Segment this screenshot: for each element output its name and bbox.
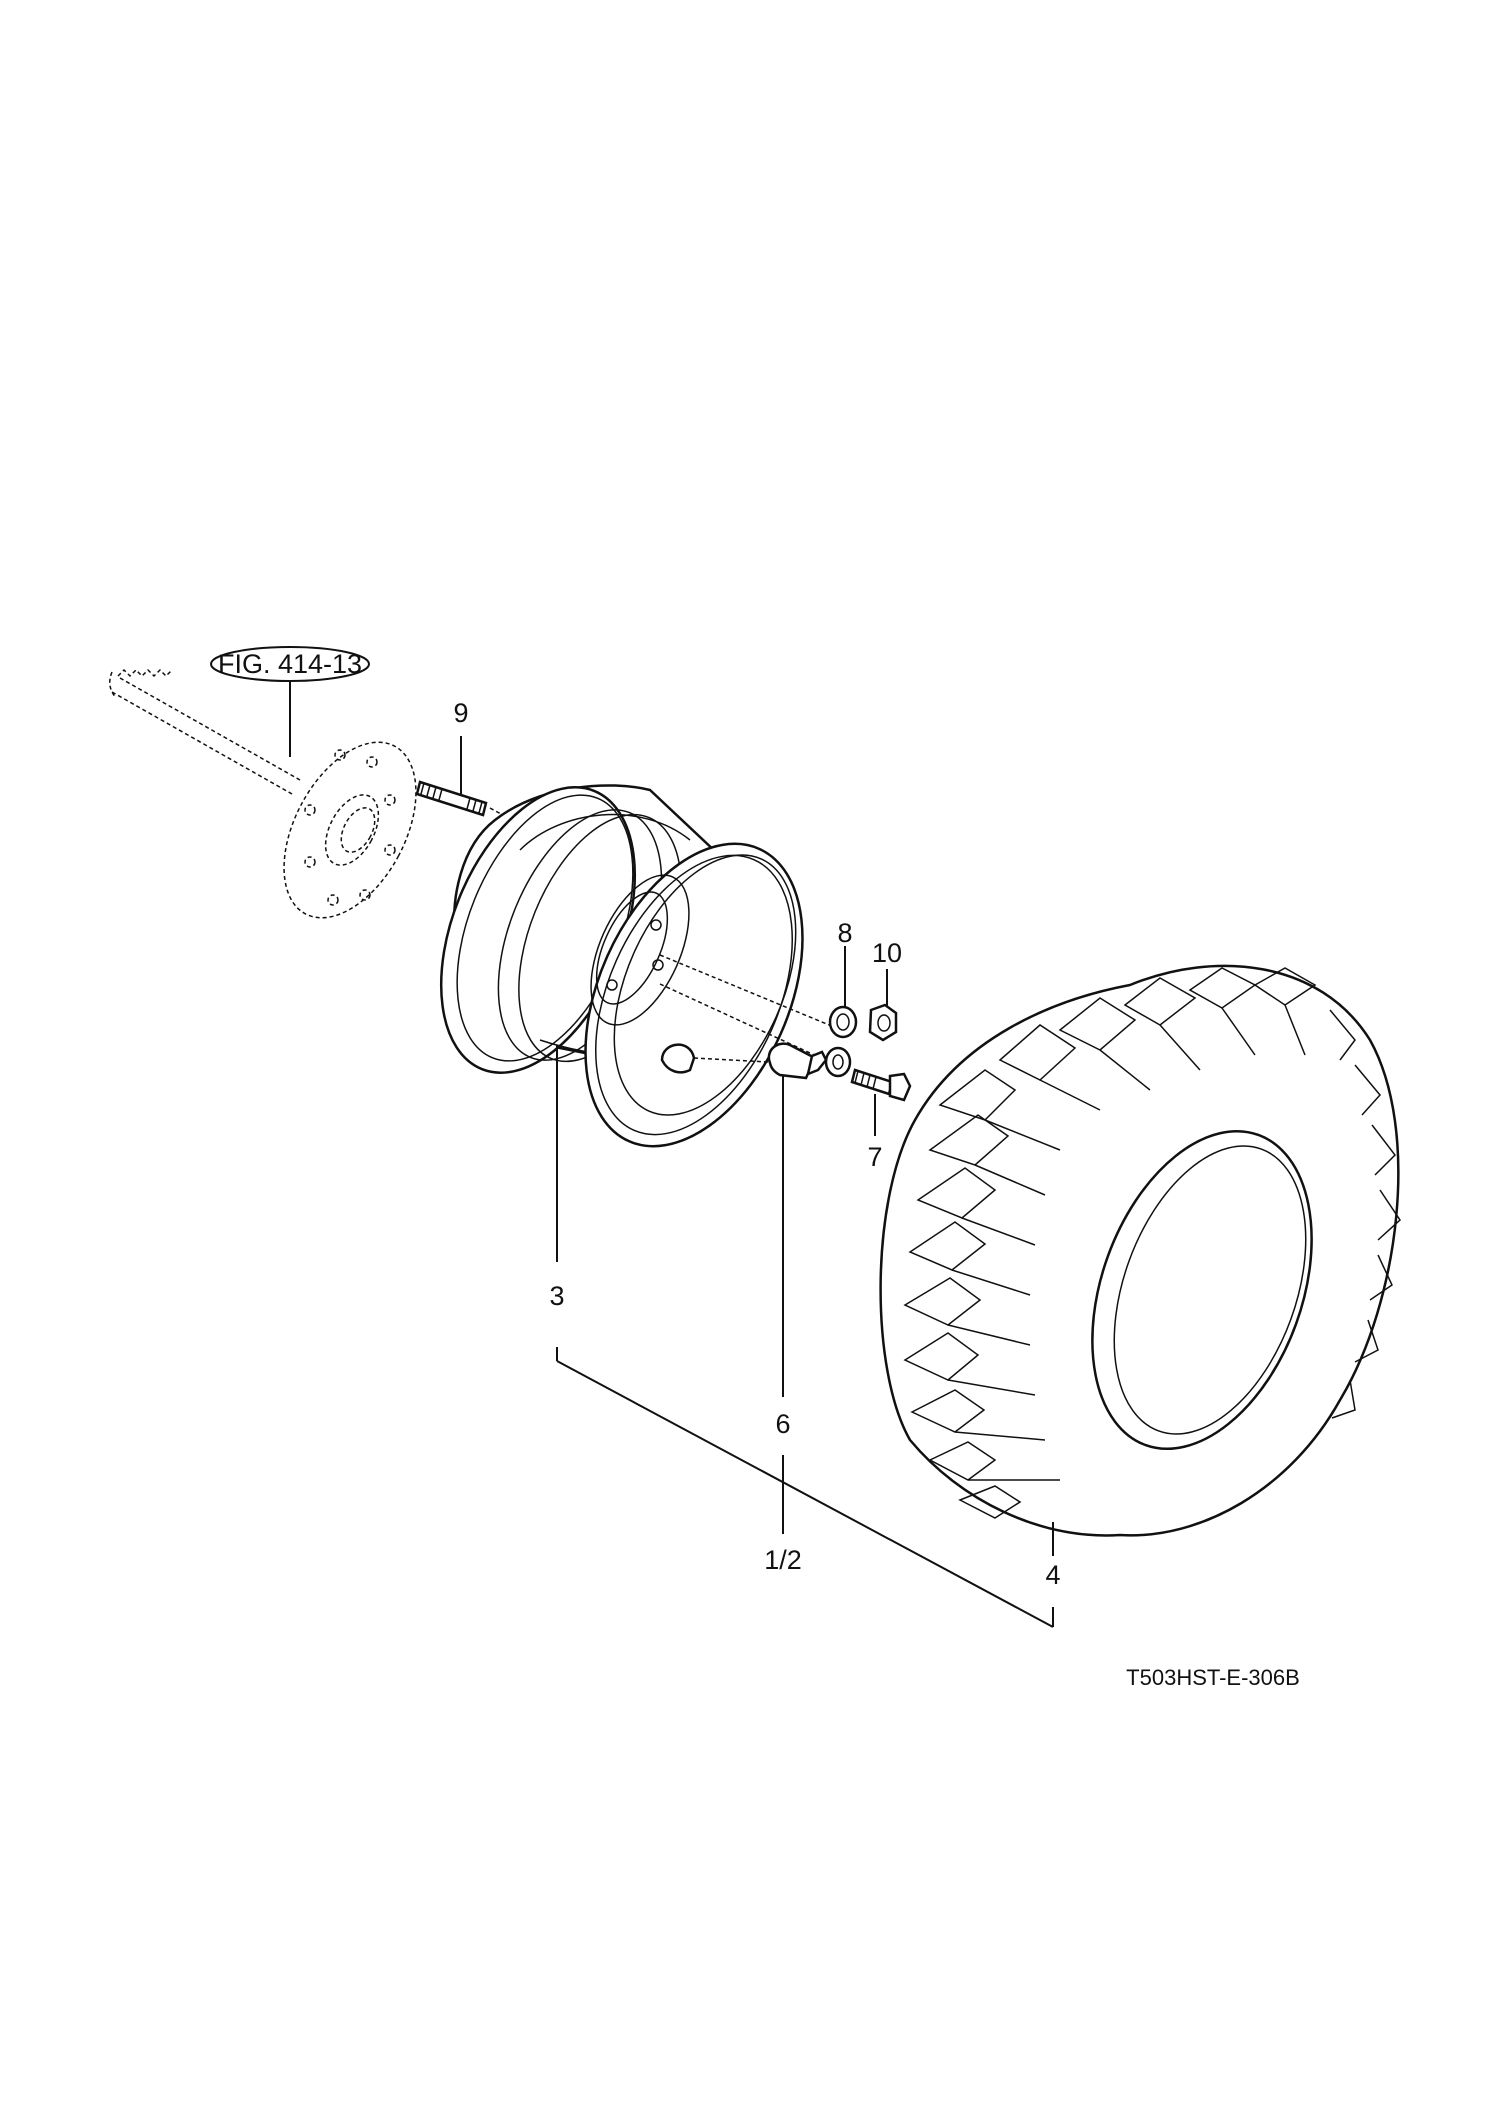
washer-lower: [824, 1046, 852, 1078]
figure-reference-label: FIG. 414-13: [218, 649, 362, 679]
callout-6: 6: [775, 1409, 790, 1439]
figure-reference[interactable]: FIG. 414-13: [210, 646, 370, 682]
assembly-bracket: [556, 1347, 1054, 1628]
hex-bolt: [850, 1068, 912, 1102]
drawing-code: T503HST-E-306B: [1126, 1665, 1300, 1690]
wheel-rim: [439, 784, 804, 1148]
callout-10: 10: [872, 938, 902, 968]
stud-bolt: [415, 780, 488, 817]
valve-path: [693, 1057, 769, 1063]
washer-upper: [828, 1005, 858, 1039]
hex-nut: [868, 1003, 898, 1042]
callout-9: 9: [453, 698, 468, 728]
bolt-path-lower: [659, 983, 835, 1065]
tire: [879, 964, 1401, 1537]
callout-3: 3: [549, 1281, 564, 1311]
callout-8: 8: [837, 918, 852, 948]
callout-7: 7: [867, 1142, 882, 1172]
callout-4: 4: [1045, 1560, 1060, 1590]
tire-valve: [767, 1042, 828, 1080]
callout-1-2: 1/2: [764, 1545, 802, 1575]
bolt-path-upper: [659, 954, 835, 1028]
axle-shaft-reference: [109, 668, 417, 919]
